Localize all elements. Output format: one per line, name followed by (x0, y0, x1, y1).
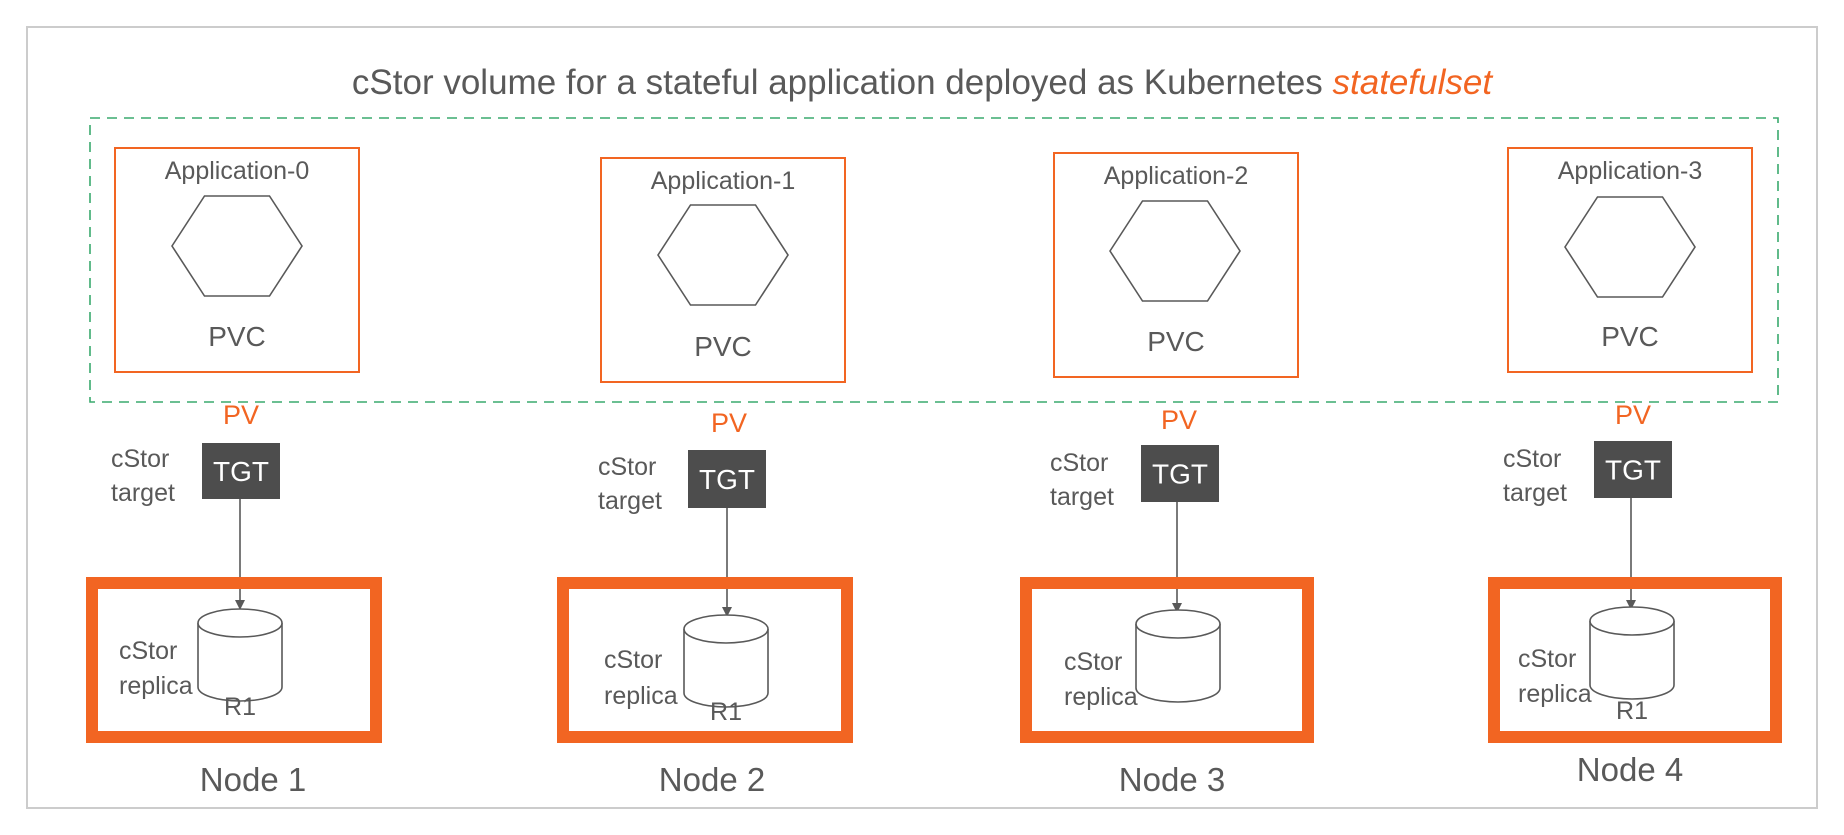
replica-disk-icon (1589, 621, 1675, 700)
application-label: Application-2 (1104, 162, 1249, 190)
node-label: Node 4 (1577, 751, 1683, 788)
pv-label: PV (223, 400, 259, 430)
cstor-target-label: cStor (1503, 445, 1561, 473)
replica-id-label: R1 (710, 698, 742, 726)
cstor-target-label: target (1503, 479, 1567, 507)
title-highlight: statefulset (1333, 63, 1494, 102)
node-box (557, 577, 853, 743)
application-box (114, 147, 360, 373)
node-label: Node 2 (659, 761, 765, 798)
node-box (1020, 577, 1314, 743)
replica-disk-top-icon (1135, 609, 1221, 639)
replica-id-label: R1 (224, 693, 256, 721)
application-box (1507, 147, 1753, 373)
cstor-replica-label: cStor (604, 646, 662, 674)
cstor-target-label: target (598, 487, 662, 515)
application-box (600, 157, 846, 383)
application-label: Application-1 (651, 167, 796, 195)
title-main: cStor volume for a stateful application … (352, 63, 1333, 102)
node-box (1488, 577, 1782, 743)
cstor-target-label: target (111, 479, 175, 507)
pvc-label: PVC (208, 321, 266, 352)
diagram-title: cStor volume for a stateful application … (352, 63, 1493, 102)
tgt-box (688, 450, 766, 508)
tgt-label: TGT (1605, 455, 1661, 486)
outer-frame (26, 26, 1818, 809)
node-label: Node 1 (200, 761, 306, 798)
tgt-box (1594, 441, 1672, 498)
cstor-replica-label: replica (604, 682, 678, 710)
pod-hexagon-icon (1564, 196, 1696, 298)
cstor-replica-label: cStor (119, 637, 177, 665)
pvc-label: PVC (1601, 321, 1659, 352)
pod-hexagon-icon (171, 195, 303, 297)
replica-disk-top-icon (197, 608, 283, 638)
replica-disk-top-icon (1589, 606, 1675, 636)
cstor-target-label: target (1050, 483, 1114, 511)
pvc-label: PVC (694, 331, 752, 362)
cstor-replica-label: replica (119, 672, 193, 700)
pod-hexagon-icon (1109, 200, 1241, 302)
replica-disk-icon (1135, 624, 1221, 703)
node-box (86, 577, 382, 743)
cstor-target-label: cStor (1050, 449, 1108, 477)
cstor-replica-label: replica (1064, 683, 1138, 711)
pv-label: PV (711, 408, 747, 438)
application-label: Application-0 (165, 157, 310, 185)
replica-disk-top-icon (683, 614, 769, 644)
cstor-target-label: cStor (111, 445, 169, 473)
tgt-label: TGT (213, 456, 269, 487)
pod-hexagon-icon (657, 204, 789, 306)
tgt-box (202, 443, 280, 499)
pv-label: PV (1615, 400, 1651, 430)
replica-disk-icon (683, 629, 769, 708)
application-label: Application-3 (1558, 157, 1703, 185)
tgt-box (1141, 445, 1219, 502)
node-label: Node 3 (1119, 761, 1225, 798)
tgt-label: TGT (1152, 459, 1208, 490)
tgt-label: TGT (699, 464, 755, 495)
cstor-target-label: cStor (598, 453, 656, 481)
statefulset-boundary (89, 117, 1779, 403)
replica-id-label: R1 (1616, 697, 1648, 725)
cstor-replica-label: cStor (1064, 648, 1122, 676)
pv-label: PV (1161, 405, 1197, 435)
cstor-replica-label: replica (1518, 680, 1592, 708)
cstor-replica-label: cStor (1518, 645, 1576, 673)
application-box (1053, 152, 1299, 378)
replica-disk-icon (197, 623, 283, 702)
pvc-label: PVC (1147, 326, 1205, 357)
